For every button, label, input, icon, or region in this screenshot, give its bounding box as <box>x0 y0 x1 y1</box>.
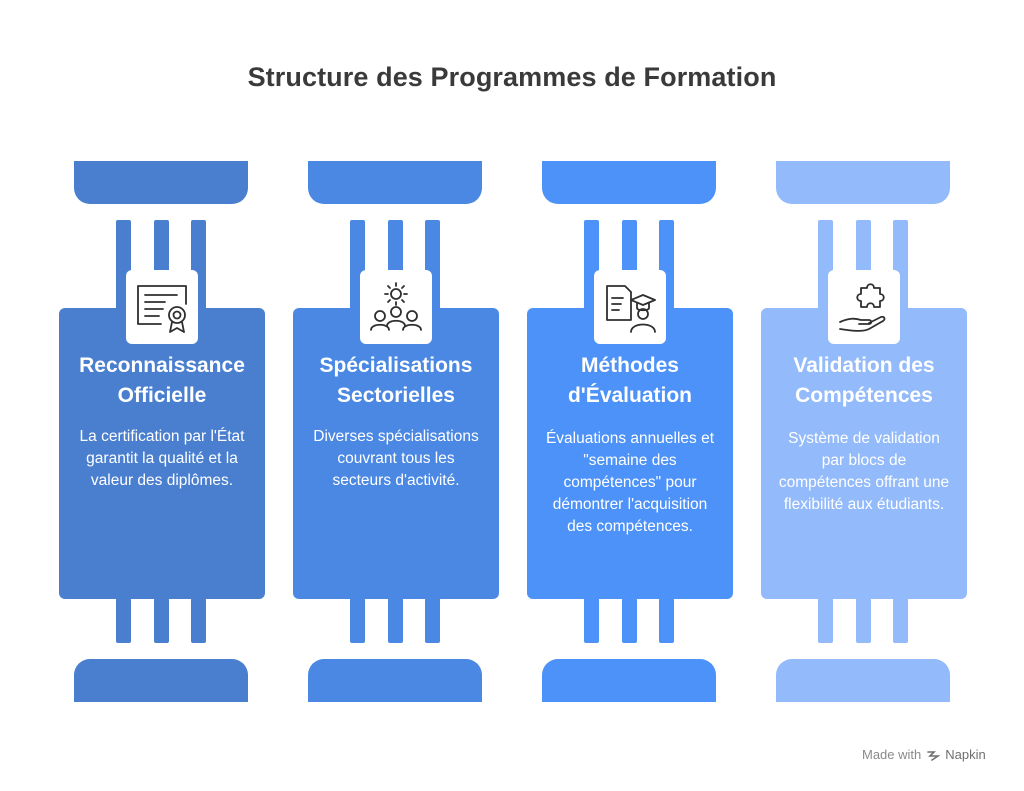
pillar-rod <box>893 598 908 643</box>
pillar-card <box>761 308 967 599</box>
puzzle-hand-icon <box>828 270 900 344</box>
pillar-rod <box>659 598 674 643</box>
pillar-rod <box>818 598 833 643</box>
pillar-reconnaissance: Reconnaissance Officielle La certificati… <box>59 0 265 791</box>
pillar-top-cap <box>308 161 482 204</box>
pillar-specialisations: Spécialisations Sectorielles Diverses sp… <box>293 0 499 791</box>
diagram-title: Structure des Programmes de Formation <box>247 62 777 92</box>
pillar-top-cap <box>776 161 950 204</box>
pillar-bottom-cap <box>776 659 950 702</box>
pillar-description: Évaluations annuelles et "semaine des co… <box>545 430 715 535</box>
pillar-bottom-cap <box>542 659 716 702</box>
pillar-rod <box>116 598 131 643</box>
pillar-title: Reconnaissance Officielle <box>79 354 245 407</box>
pillar-bottom-cap <box>74 659 248 702</box>
napkin-logo-icon <box>927 750 941 761</box>
pillar-rod <box>584 598 599 643</box>
footer-brand: Napkin <box>945 747 986 762</box>
pillar-rod <box>154 598 169 643</box>
pillar-card <box>293 308 499 599</box>
footer-watermark: Made with Napkin <box>862 747 986 762</box>
pillar-description: Système de validation par blocs de compé… <box>778 430 950 513</box>
pillar-rod <box>388 598 403 643</box>
gears-people-icon <box>360 270 432 344</box>
footer-made-with: Made with <box>862 747 922 762</box>
pillar-title: Validation des Compétences <box>793 354 935 407</box>
pillar-card <box>527 308 733 599</box>
pillar-rod <box>191 598 206 643</box>
pillar-title: Spécialisations Sectorielles <box>319 354 473 407</box>
pillar-rod <box>350 598 365 643</box>
pillar-rod <box>856 598 871 643</box>
pillar-title: Méthodes d'Évaluation <box>567 354 692 407</box>
pillar-description: Diverses spécialisations couvrant tous l… <box>313 428 479 489</box>
pillar-top-cap <box>74 161 248 204</box>
pillar-description: La certification par l'État garantit la … <box>79 428 245 489</box>
pillar-rod <box>425 598 440 643</box>
certificate-icon <box>126 270 198 344</box>
pillar-card <box>59 308 265 599</box>
exam-student-icon <box>594 270 666 344</box>
pillar-top-cap <box>542 161 716 204</box>
pillar-bottom-cap <box>308 659 482 702</box>
pillar-rod <box>622 598 637 643</box>
pillar-validation: Validation des Compétences Système de va… <box>761 0 967 791</box>
pillar-evaluation: Méthodes d'Évaluation Évaluations annuel… <box>527 0 733 791</box>
